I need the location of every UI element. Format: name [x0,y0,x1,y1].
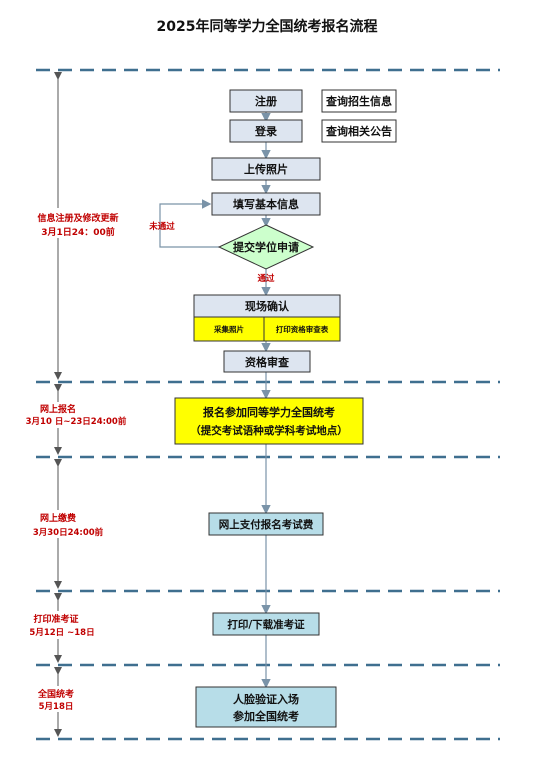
print-admission-box [212,612,320,636]
query-admission-label: 查询招生信息 [326,94,392,108]
enroll-exam-box [174,397,364,445]
submit-application-diamond [217,224,315,270]
login-label: 登录 [254,124,277,138]
phase-label: 信息注册及修改更新 [37,212,118,224]
phase-separators [36,68,500,741]
exam-line1: 人脸验证入场 [233,692,299,706]
phase-label: 全国统考 [37,688,74,700]
flow-boxes: 注册 查询招生信息 登录 查询相关公告 上传照片 填写基本信息 提交学位申请 未… [148,89,397,728]
query-admission-box [321,89,397,113]
print-admission-label: 打印/下载准考证 [227,618,305,631]
fill-info-box [211,192,321,216]
phase-label: 网上缴费 [40,512,76,524]
query-notice-label: 查询相关公告 [326,124,392,138]
upload-photo-label: 上传照片 [244,162,288,176]
upload-photo-box [211,157,321,181]
phase-date: 5月18日 [39,702,74,712]
loopback-arrow [159,199,219,248]
phase-date: 3月10 日~23日24:00前 [26,416,127,427]
pay-online-box [208,512,324,536]
phase-date: 3月30日24:00前 [33,527,104,538]
fill-info-label: 填写基本信息 [233,197,299,211]
exam-line2: 参加全国统考 [233,709,299,723]
phase-label: 网上报名 [40,403,76,415]
qualification-review-box [223,350,311,373]
exam-box [195,686,337,728]
print-review-form-box [263,316,341,342]
not-passed-label: 未通过 [148,221,175,232]
submit-application-label: 提交学位申请 [233,240,299,254]
collect-photo-label: 采集照片 [213,324,244,334]
register-label: 注册 [255,94,277,108]
connectors [159,112,271,689]
phase-date: 5月12日 ~18日 [29,628,94,638]
enroll-exam-line2: （提交考试语种或学科考试地点） [190,424,348,437]
qualification-review-label: 资格审查 [245,355,289,369]
page-title: 2025年同等学力全国统考报名流程 [157,18,378,35]
register-box [229,89,303,113]
passed-label: 通过 [257,273,275,284]
query-notice-box [321,119,397,143]
login-box [229,119,303,143]
phase-labels: 信息注册及修改更新 3月1日24：00前 网上报名 3月10 日~23日24:0… [26,208,130,712]
onsite-confirm-label: 现场确认 [245,299,290,313]
pay-online-label: 网上支付报名考试费 [219,518,314,531]
enroll-exam-line1: 报名参加同等学力全国统考 [203,405,335,419]
phase-label: 打印准考证 [33,613,78,625]
print-review-form-label: 打印资格审查表 [276,324,329,334]
phase-date: 3月1日24：00前 [41,226,115,238]
